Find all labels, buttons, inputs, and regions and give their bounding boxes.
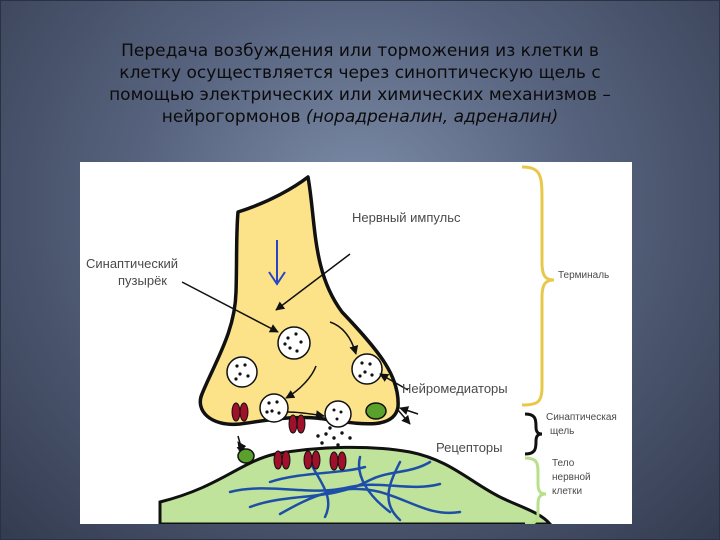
mediator-green-2 — [238, 449, 254, 463]
title-line-1: Передача возбуждения или торможения из к… — [30, 40, 690, 62]
label-cleft-line-1: Синаптическая — [546, 412, 617, 424]
title-line-2: клетку осуществляется через синоптическу… — [30, 62, 690, 84]
label-terminal: Терминаль — [558, 270, 609, 282]
cleft-brace — [525, 414, 542, 454]
postsynaptic-receptors — [274, 451, 346, 470]
synapse-diagram: Нервный импульс Синаптический пузырёк Не… — [80, 162, 632, 524]
mediator-green-1 — [366, 403, 386, 419]
vesicle-5 — [325, 401, 351, 427]
slide-title: Передача возбуждения или торможения из к… — [30, 40, 690, 128]
title-line-4-italic: (норадреналин, адреналин) — [306, 107, 558, 127]
label-receptors: Рецепторы — [436, 440, 503, 455]
label-nerve-impulse: Нервный импульс — [352, 210, 460, 225]
terminal-brace — [522, 167, 554, 405]
label-body-line-2: нервной — [552, 472, 591, 484]
vesicle-2 — [227, 357, 257, 387]
title-line-4-normal: нейрогормонов — [162, 107, 306, 127]
label-body-line-3: клетки — [552, 486, 582, 498]
label-body-line-1: Тело — [552, 458, 574, 470]
label-cleft-line-2: щель — [550, 426, 574, 438]
vesicle-4 — [260, 394, 288, 422]
title-line-3: помощью электрических или химических мех… — [30, 84, 690, 106]
label-vesicle-line-2: пузырёк — [118, 273, 167, 288]
title-line-4: нейрогормонов (норадреналин, адреналин) — [30, 106, 690, 128]
label-vesicle-line-1: Синаптический — [86, 256, 178, 271]
vesicle-1 — [278, 327, 310, 359]
label-neuromediators: Нейромедиаторы — [402, 381, 508, 396]
vesicle-3 — [352, 354, 382, 384]
